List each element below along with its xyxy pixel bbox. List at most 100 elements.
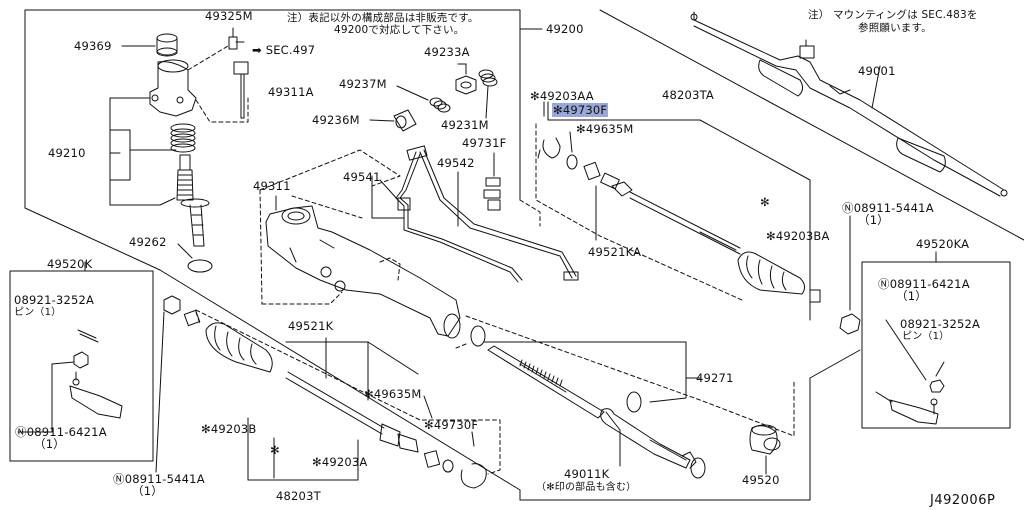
part-08911-5441A-right-nut [839, 215, 861, 335]
part-49236M-cap [393, 109, 417, 132]
right-inset-contents [875, 319, 945, 425]
label-08911-6421A-right: Ⓝ08911-6421A [878, 277, 970, 291]
label-49635M-bottom: ✻49635M [364, 387, 422, 401]
part-49237M-spring [429, 97, 451, 113]
part-49311-gear-housing [265, 205, 461, 339]
label-49542: 49542 [437, 156, 475, 170]
part-49231M-spring [478, 69, 498, 87]
part-49325M-bleeder [228, 27, 245, 50]
pin-left: ピン（1） [14, 307, 62, 318]
leader-49262 [177, 243, 193, 259]
sec-497-label: SEC.497 [265, 43, 316, 57]
frame-lines [24, 9, 1024, 501]
label-49203A: ✻49203A [312, 455, 368, 469]
label-49203B: ✻49203B [201, 422, 257, 436]
label-08921-3252A-right: 08921-3252A [900, 317, 981, 331]
dashed-guides-lower-rod [195, 309, 501, 475]
part-49520-bush [749, 424, 781, 475]
part-49210-pinion [176, 154, 210, 247]
leaders-valve [369, 63, 489, 122]
part-49011K-end-seal [690, 457, 706, 479]
note-top-right-2: 参照願います。 [858, 22, 932, 34]
dashed-guides-housing [187, 45, 249, 123]
sec-497-link[interactable]: ➡ SEC.497 [252, 44, 315, 57]
part-49233A-nut [455, 75, 477, 95]
leaders-upper-rod [569, 131, 597, 241]
label-48203TA: 48203TA [662, 88, 714, 102]
label-49210: 49210 [48, 146, 86, 160]
part-49011K-rack [487, 345, 697, 469]
label-49731F: 49731F [462, 136, 507, 150]
right-inset-box [861, 251, 1011, 429]
pin-right: ピン（1） [902, 331, 950, 342]
note-top-left-2: 49200で対応して下さい。 [334, 24, 465, 36]
label-49233A: 49233A [424, 45, 470, 59]
label-49011K: 49011K [564, 467, 610, 481]
part-49635M-top-washer [566, 154, 601, 181]
label-49541: 49541 [343, 170, 381, 184]
part-49001-rack-assembly [690, 11, 1008, 197]
label-08921-3252A-left: 08921-3252A [14, 293, 95, 307]
dashed-guides-rack [455, 315, 795, 437]
asterisk-lower: ✻ [270, 443, 280, 457]
part-48203TA-inner-rod [600, 172, 741, 255]
label-49520KA: 49520KA [916, 237, 970, 251]
qty-08911-5441A-left: （1） [132, 484, 163, 498]
note-top-right-1: 注） マウンティングは SEC.483を [808, 9, 978, 21]
bracket-49210 [109, 97, 177, 206]
part-49203BA-boot [737, 251, 821, 303]
qty-08911-5441A-right: （1） [858, 213, 889, 227]
part-49210-housing [149, 59, 197, 117]
dashed-guides-housing-2 [259, 149, 401, 305]
label-48203T: 48203T [276, 489, 321, 503]
part-49369-cap [156, 33, 178, 57]
qty-08911-6421A-right: （1） [896, 289, 927, 303]
part-49203B-boot [205, 322, 273, 373]
part-49210-rings [170, 123, 196, 153]
label-49237M: 49237M [339, 77, 387, 91]
label-49521K: 49521K [288, 319, 334, 333]
leaders-tubes [371, 152, 495, 227]
label-49369: 49369 [74, 39, 112, 53]
part-49262-oring [187, 259, 213, 273]
label-49231M: 49231M [441, 118, 489, 132]
leaders-lower-rod [247, 337, 475, 481]
label-49001: 49001 [858, 64, 896, 78]
label-08911-5441A-right: Ⓝ08911-5441A [842, 201, 934, 215]
label-08911-6421A-left: Ⓝ08911-6421A [15, 425, 107, 439]
part-08911-5441A-left-nut [155, 295, 181, 473]
diagram-id: J492006P [930, 493, 996, 508]
part-48203T-inner-rod [285, 371, 441, 468]
arrow-right-icon: ➡ [252, 43, 262, 57]
part-49730F-top-clip [537, 137, 561, 159]
label-49236M: 49236M [312, 113, 360, 127]
label-49730F-top[interactable]: ✻49730F [552, 103, 609, 117]
label-49520: 49520 [742, 473, 780, 487]
part-49271-seals [470, 325, 642, 413]
left-inset-contents [17, 329, 123, 433]
part-49203B-boot-clip [183, 309, 201, 327]
part-49271-rack-teeth [519, 359, 563, 387]
label-49730F-top-text: ✻49730F [552, 103, 609, 117]
asterisk-upper: ✻ [760, 195, 770, 209]
label-49325M: 49325M [205, 9, 253, 23]
label-49262: 49262 [129, 235, 167, 249]
part-49731F-clip [483, 177, 501, 211]
label-49203AA: ✻49203AA [530, 89, 594, 103]
label-49521KA: 49521KA [588, 245, 642, 259]
label-49520K: 49520K [47, 257, 93, 271]
label-49730F-bottom: ✻49730F [424, 418, 479, 432]
left-inset-box [9, 261, 154, 462]
label-49271: 49271 [696, 371, 734, 385]
part-49311A-bolt [233, 61, 249, 119]
part-49730F-bottom-clip [442, 459, 487, 489]
qty-08911-6421A-left: （1） [34, 437, 65, 451]
label-49635M-top: ✻49635M [576, 122, 634, 136]
part-49542-tube [419, 149, 579, 281]
dashed-guides-upper-rod [519, 123, 743, 301]
label-08911-5441A-left: Ⓝ08911-5441A [113, 472, 205, 486]
leaders-rack [483, 341, 701, 467]
label-49011K-sub: （✻印の部品も含む） [536, 482, 637, 493]
